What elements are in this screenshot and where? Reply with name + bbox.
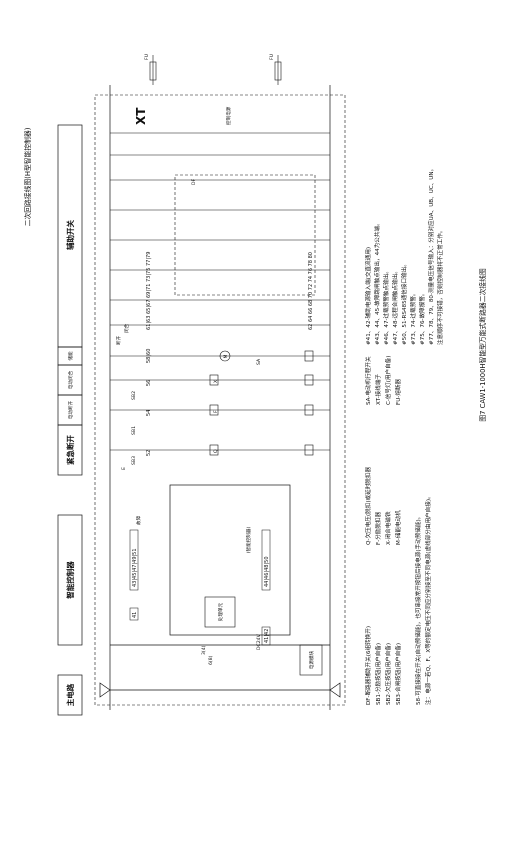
- right-note-1: #41、42-辅助电源输入端(交直流通用): [364, 247, 372, 345]
- terminals-energy: 58|60: [146, 349, 152, 363]
- component-x: X: [213, 380, 219, 383]
- header-main-circuit: 主电路: [65, 683, 75, 706]
- break-open-label: 断开: [115, 335, 122, 345]
- right-notes: #41、42-辅助电源输入端(交直流通用) #43、44、45-故障跳闸触点输出…: [364, 166, 444, 345]
- terminal-42: 41|42: [264, 629, 270, 643]
- sa-label: SA: [256, 358, 262, 365]
- header-elec-close: 电动闭合: [67, 370, 74, 389]
- legend-right-3: C-信号灯(用户自备): [384, 356, 392, 405]
- fault-label: 故障: [135, 515, 142, 525]
- right-note-9: 注意顺序不可接错，否则控制器将不正常工作。: [436, 228, 444, 345]
- dc24v-label: DC24V: [256, 633, 262, 650]
- controller-block: [169, 484, 291, 636]
- fu-label: FU: [144, 54, 150, 60]
- right-note-2: #43、44、45-故障跳闸触点输出，44为公共端。: [373, 220, 381, 345]
- sb2-label: SB2: [131, 391, 137, 400]
- terminal-41: 41: [132, 612, 138, 618]
- control-power-label: 控制电源: [225, 106, 232, 125]
- fuse-symbols: [149, 55, 282, 85]
- outer-dashed-frame: [94, 94, 346, 706]
- terminals-open: 54: [146, 410, 152, 416]
- xt-label: XT: [134, 107, 148, 125]
- terminals-aux-bottom: 62 64 66 68 70 72 74 76 78 80: [308, 252, 314, 330]
- terminals-aux-top: 61|63 65|67 69|71 73|75 77|79: [146, 252, 152, 330]
- control-columns: [110, 350, 330, 456]
- legend-right-4: FU-熔断器: [394, 378, 402, 405]
- terminals-emergency: 52: [146, 450, 152, 456]
- right-note-6: #73、74-过载预警。: [409, 290, 417, 345]
- legend-mid-2: F-分励脱扣器: [374, 511, 382, 545]
- controller-terminals: [129, 529, 271, 646]
- power-module: [299, 644, 323, 676]
- break-close-label: 闭合: [123, 323, 130, 333]
- figure-caption: 图7 CAW1-1000H智能型万能式断路器二次接线图: [478, 268, 487, 422]
- aux-contacts: [110, 132, 330, 326]
- power-module-label: 电源模块: [308, 650, 315, 669]
- legend-mid-4: M-储能电动机: [394, 510, 402, 545]
- sb3-label: SB3: [131, 456, 137, 465]
- legend-right-1: SA-电动机行程开关: [364, 356, 372, 405]
- component-f: F: [213, 410, 219, 413]
- df-label: DF: [191, 178, 197, 185]
- legend-mid-3: X-闭合电磁铁: [384, 511, 392, 545]
- terminals-controller-bottom: 44|46|48|50: [264, 556, 270, 587]
- ct-ratio2: 6(8): [208, 655, 214, 665]
- right-note-3: #46、47-过载预警触点输出。: [382, 268, 390, 345]
- legend-left-1: DF-断路器辅助开关(6组转换开): [364, 626, 372, 705]
- main-circuit-symbols: [99, 644, 341, 698]
- motor-label: M: [223, 355, 229, 359]
- legend-right: SA-电动机行程开关 XT-接线端子 C-信号灯(用户自备) FU-熔断器: [364, 356, 402, 405]
- legend-mid: Q-欠压电压(脱扣)或延时脱扣器 F-分励脱扣器 X-闭合电磁铁 M-储能电动机: [364, 467, 402, 545]
- header-emergency: 紧急断开: [65, 435, 75, 465]
- legend-left-4: SB3-合闸按钮(用户自备): [394, 643, 402, 705]
- note-1: 58-可直接接在开关(自动预储能)，也可串接常开按钮后接电源(手动预储能)。: [414, 514, 422, 705]
- right-note-4: #47、48-远程合闸触点输出。: [391, 268, 399, 345]
- right-note-8: #77、78、79、80-测量电压信号输入：分别对应UA、UB、UC、UN。: [427, 166, 435, 345]
- processing-unit: [204, 596, 236, 628]
- controller-core-label: (智能控制器): [245, 527, 252, 554]
- header-energy: 储能: [67, 351, 74, 361]
- header-elec-open: 电动断开: [67, 400, 74, 419]
- legend-left-3: SB2-欠压按钮(用户自备): [384, 643, 392, 705]
- legend-left-2: SB1-分励按钮(用户自备): [374, 643, 382, 705]
- note-2: 注：电源一若Q、F、X等的额定电压不同应分别接至不同电源(虚线部分由用户自接)。: [424, 493, 432, 705]
- terminals-close: 56: [146, 380, 152, 386]
- sb1-label: SB1: [131, 426, 137, 435]
- legend-right-2: XT-接线端子: [374, 374, 382, 405]
- ct-ratio: 3(4): [201, 645, 207, 655]
- e-label: E: [121, 467, 127, 470]
- processing-unit-label: 处理单元: [217, 602, 224, 621]
- header-controller: 智能控制器: [65, 561, 75, 599]
- header-aux: 辅助开关: [65, 220, 75, 250]
- fu-label2: FU: [269, 54, 275, 60]
- right-note-7: #75、76-故障报警。: [418, 290, 426, 345]
- page-title: 二次回路接线图(H型智能控制器): [23, 127, 32, 226]
- terminals-controller-top: 43|45|47|49|51: [132, 548, 138, 587]
- right-note-5: #50、51-RS485通信接口输出。: [400, 261, 408, 345]
- header-row: [57, 124, 83, 716]
- legend-left: DF-断路器辅助开关(6组转换开) SB1-分励按钮(用户自备) SB2-欠压按…: [364, 626, 402, 705]
- legend-mid-1: Q-欠压电压(脱扣)或延时脱扣器: [364, 467, 372, 545]
- component-q: Q: [213, 449, 219, 453]
